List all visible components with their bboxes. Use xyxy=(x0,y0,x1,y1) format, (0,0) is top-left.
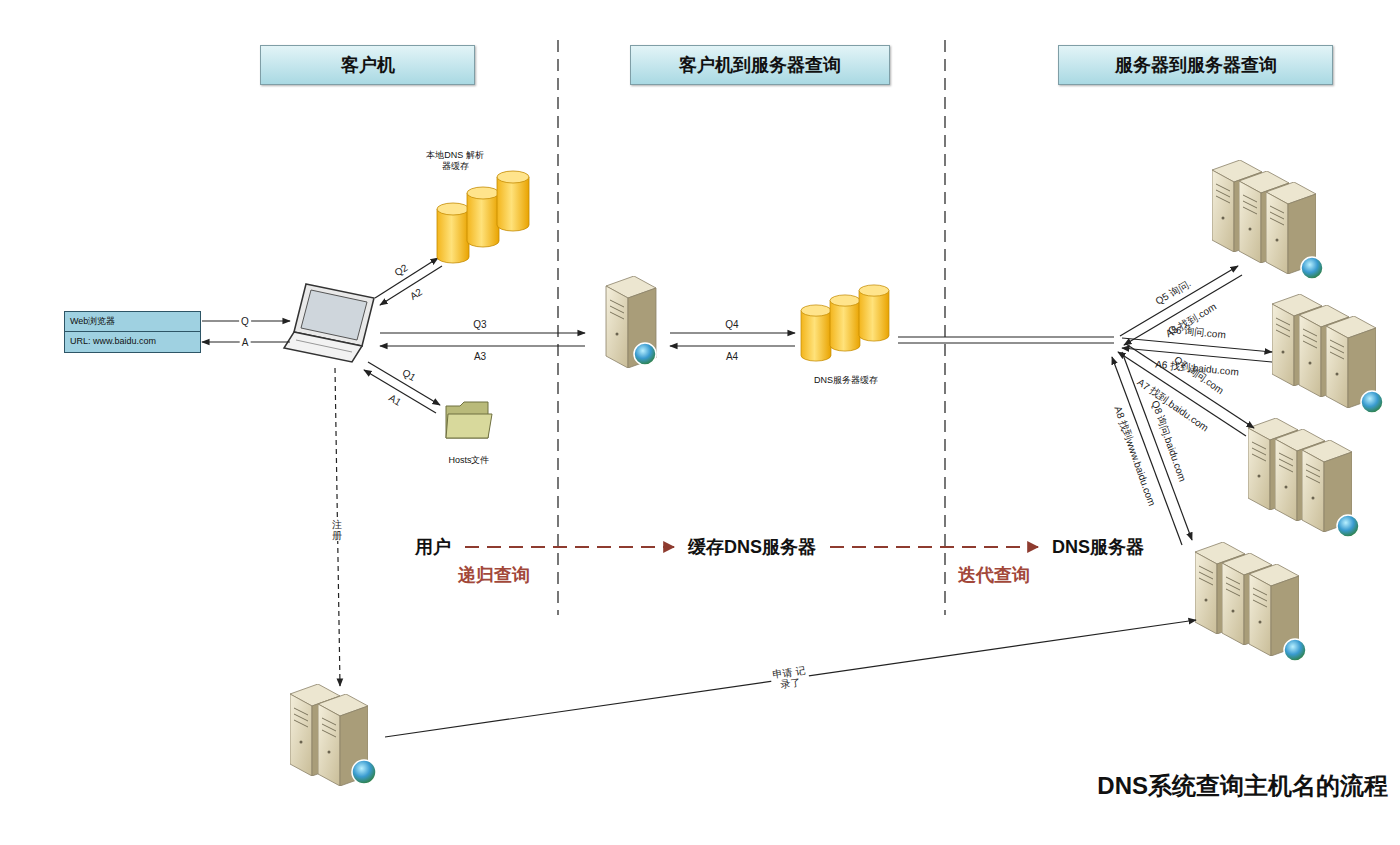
flow-arrow xyxy=(465,546,674,548)
callout-label: A3 xyxy=(474,351,486,362)
callout-label: 申请 记录了 xyxy=(770,664,811,691)
hosts-file: Hosts文件 xyxy=(436,400,502,466)
callout-label: Q xyxy=(239,316,251,327)
answer-arrow xyxy=(364,370,436,413)
flow-stage: 用户 xyxy=(413,533,453,561)
callout-label: Q3 xyxy=(473,319,486,330)
answer-arrow xyxy=(670,345,795,346)
callout-label: A1 xyxy=(387,392,403,408)
callout-label: A8 找到www.baidu.com xyxy=(1112,405,1157,508)
trunk-line xyxy=(898,342,1114,343)
node-text: 用户 xyxy=(413,533,453,561)
folder-icon xyxy=(444,400,494,442)
header-text: 服务器到服务器查询 xyxy=(1105,53,1287,77)
edge-label: 递归查询 xyxy=(458,563,530,587)
server-cache: DNS服务器缓存 xyxy=(794,284,898,386)
registrar-server xyxy=(290,684,376,786)
header-text: 客户机到服务器查询 xyxy=(669,53,851,77)
node-text: 本地DNS 解析器缓存 xyxy=(424,150,486,172)
callout-label: Q5 询问. xyxy=(1153,277,1192,306)
trunk-line xyxy=(898,336,1114,337)
column-divider xyxy=(558,40,945,615)
query-arrow xyxy=(368,362,440,405)
flow-stage: DNS服务器 xyxy=(1050,533,1146,561)
server-cluster xyxy=(1195,542,1306,661)
cylinder-stack xyxy=(434,170,544,266)
callout-label: Q6 询问.com xyxy=(1168,324,1227,340)
callout-label: Q1 xyxy=(400,367,417,383)
globe-icon xyxy=(634,343,656,365)
query-arrow xyxy=(380,332,585,333)
answer-arrow xyxy=(380,345,585,346)
node-text: DNS服务器 xyxy=(1050,533,1146,561)
answer-arrow xyxy=(1122,348,1272,362)
column-header: 客户机 xyxy=(260,45,475,85)
server-cluster xyxy=(1212,160,1323,279)
callout-label: 注册 xyxy=(330,519,344,541)
answer-arrow xyxy=(1124,275,1242,345)
column-header: 服务器到服务器查询 xyxy=(1058,45,1333,85)
flow-arrow xyxy=(830,546,1038,548)
node-text: 缓存DNS服务器 xyxy=(686,533,818,561)
record-arrow xyxy=(385,620,1196,737)
resolver-cache: 本地DNS 解析器缓存 xyxy=(424,150,544,266)
callout-label: A7 找到.baidu.com xyxy=(1135,376,1210,433)
laptop-icon xyxy=(284,284,374,362)
callout-label: Q4 xyxy=(725,319,738,330)
server-cluster xyxy=(1272,294,1383,413)
column-header: 客户机到服务器查询 xyxy=(630,45,890,85)
query-arrows xyxy=(202,258,1272,737)
callout-label: A2 xyxy=(408,286,424,302)
answer-arrow xyxy=(380,266,442,305)
callout-label: A4 xyxy=(726,351,738,362)
diagram-caption: DNS系统查询主机名的流程 xyxy=(1097,770,1388,802)
callout-label: Q2 xyxy=(392,262,409,278)
server-cluster xyxy=(1248,418,1359,537)
flow-stage: 缓存DNS服务器 xyxy=(686,533,818,561)
query-arrow xyxy=(375,258,438,298)
divider-line xyxy=(557,40,559,615)
callout-label: A xyxy=(240,337,251,348)
node-text: Hosts文件 xyxy=(436,455,502,466)
divider-line xyxy=(944,40,946,615)
dns-server-icon xyxy=(606,276,656,368)
node-text: DNS服务器缓存 xyxy=(794,375,898,386)
node-text: URL: www.baidu.com xyxy=(65,331,200,351)
cylinder-stack xyxy=(796,284,896,368)
browser-box: Web浏览器URL: www.baidu.com xyxy=(64,311,201,353)
node-text: Web浏览器 xyxy=(65,312,200,331)
header-text: 客户机 xyxy=(331,53,405,77)
query-arrow xyxy=(670,332,795,333)
edge-label: 迭代查询 xyxy=(958,563,1030,587)
